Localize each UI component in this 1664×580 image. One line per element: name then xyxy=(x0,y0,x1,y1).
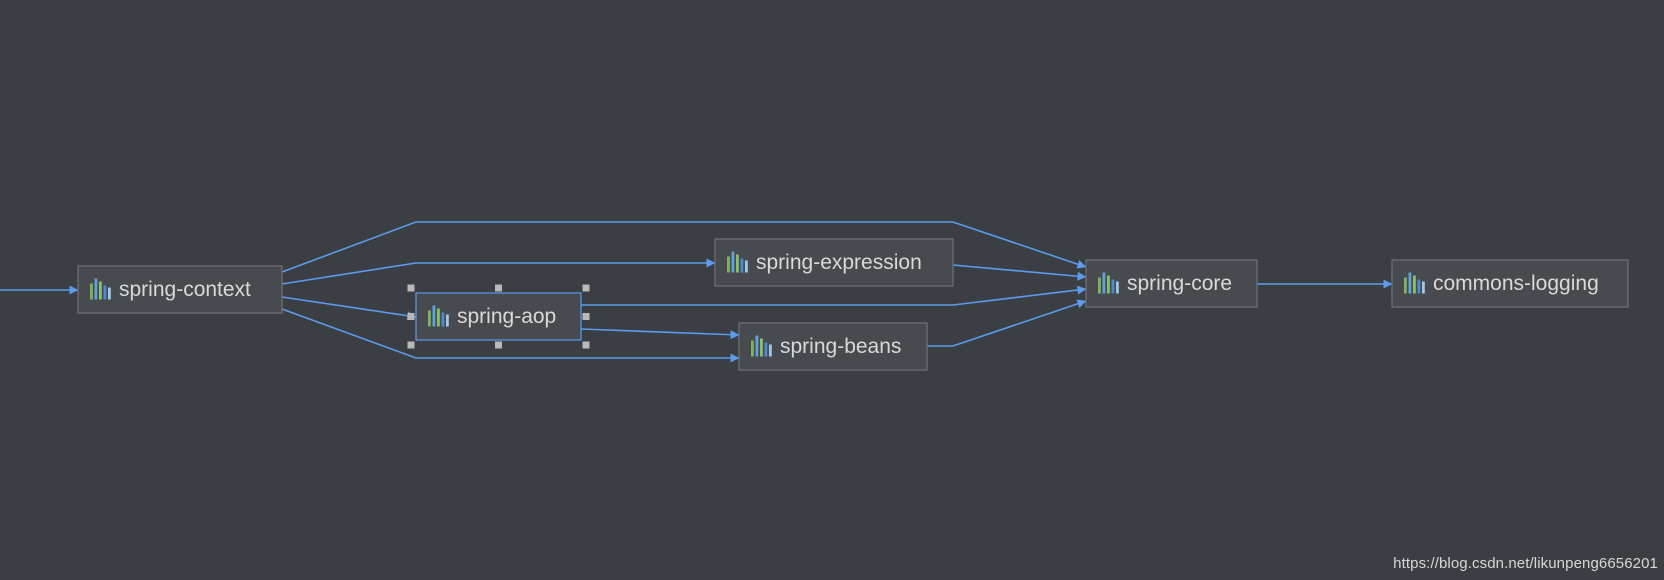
edge-ctx-to-expr[interactable] xyxy=(281,258,716,285)
node-label: spring-core xyxy=(1127,272,1232,295)
selection-handle[interactable] xyxy=(582,284,590,292)
node-label: spring-aop xyxy=(457,305,556,328)
selection-handle[interactable] xyxy=(407,341,415,349)
edge-expr-to-core[interactable] xyxy=(952,264,1087,281)
node-spring-aop[interactable]: spring-aop xyxy=(415,292,582,341)
node-label: commons-logging xyxy=(1433,272,1599,295)
node-spring-context[interactable]: spring-context xyxy=(77,265,283,314)
edge-ctx-to-core[interactable] xyxy=(281,221,1087,273)
node-spring-core[interactable]: spring-core xyxy=(1085,259,1258,308)
module-bars-icon xyxy=(428,305,449,327)
edge-beans-to-core[interactable] xyxy=(927,299,1087,347)
edge-ctx-to-beans[interactable] xyxy=(281,308,740,363)
node-spring-beans[interactable]: spring-beans xyxy=(738,322,928,371)
edge-aop-to-core[interactable] xyxy=(581,285,1087,306)
selection-handle[interactable] xyxy=(495,284,502,292)
selection-handle[interactable] xyxy=(582,313,590,320)
node-box[interactable] xyxy=(1391,259,1629,308)
node-commons-logging[interactable]: commons-logging xyxy=(1391,259,1629,308)
watermark-url: https://blog.csdn.net/likunpeng6656201 xyxy=(1393,555,1658,572)
module-bars-icon xyxy=(751,335,772,357)
node-box[interactable] xyxy=(714,238,954,287)
selection-handle[interactable] xyxy=(495,341,502,349)
module-bars-icon xyxy=(90,278,111,300)
edge-ctx-to-aop[interactable] xyxy=(281,296,417,321)
selection-handle[interactable] xyxy=(582,341,590,349)
selection-handle[interactable] xyxy=(407,284,415,292)
node-label: spring-expression xyxy=(756,251,922,274)
module-bars-icon xyxy=(1098,272,1119,294)
node-label: spring-beans xyxy=(780,335,901,358)
node-box[interactable] xyxy=(1085,259,1258,308)
node-spring-expression[interactable]: spring-expression xyxy=(714,238,954,287)
selection-handle[interactable] xyxy=(407,313,415,320)
module-bars-icon xyxy=(1404,272,1425,294)
edge-aop-to-beans[interactable] xyxy=(580,328,740,340)
module-bars-icon xyxy=(727,251,748,273)
node-label: spring-context xyxy=(119,278,251,301)
node-box[interactable] xyxy=(77,265,283,314)
